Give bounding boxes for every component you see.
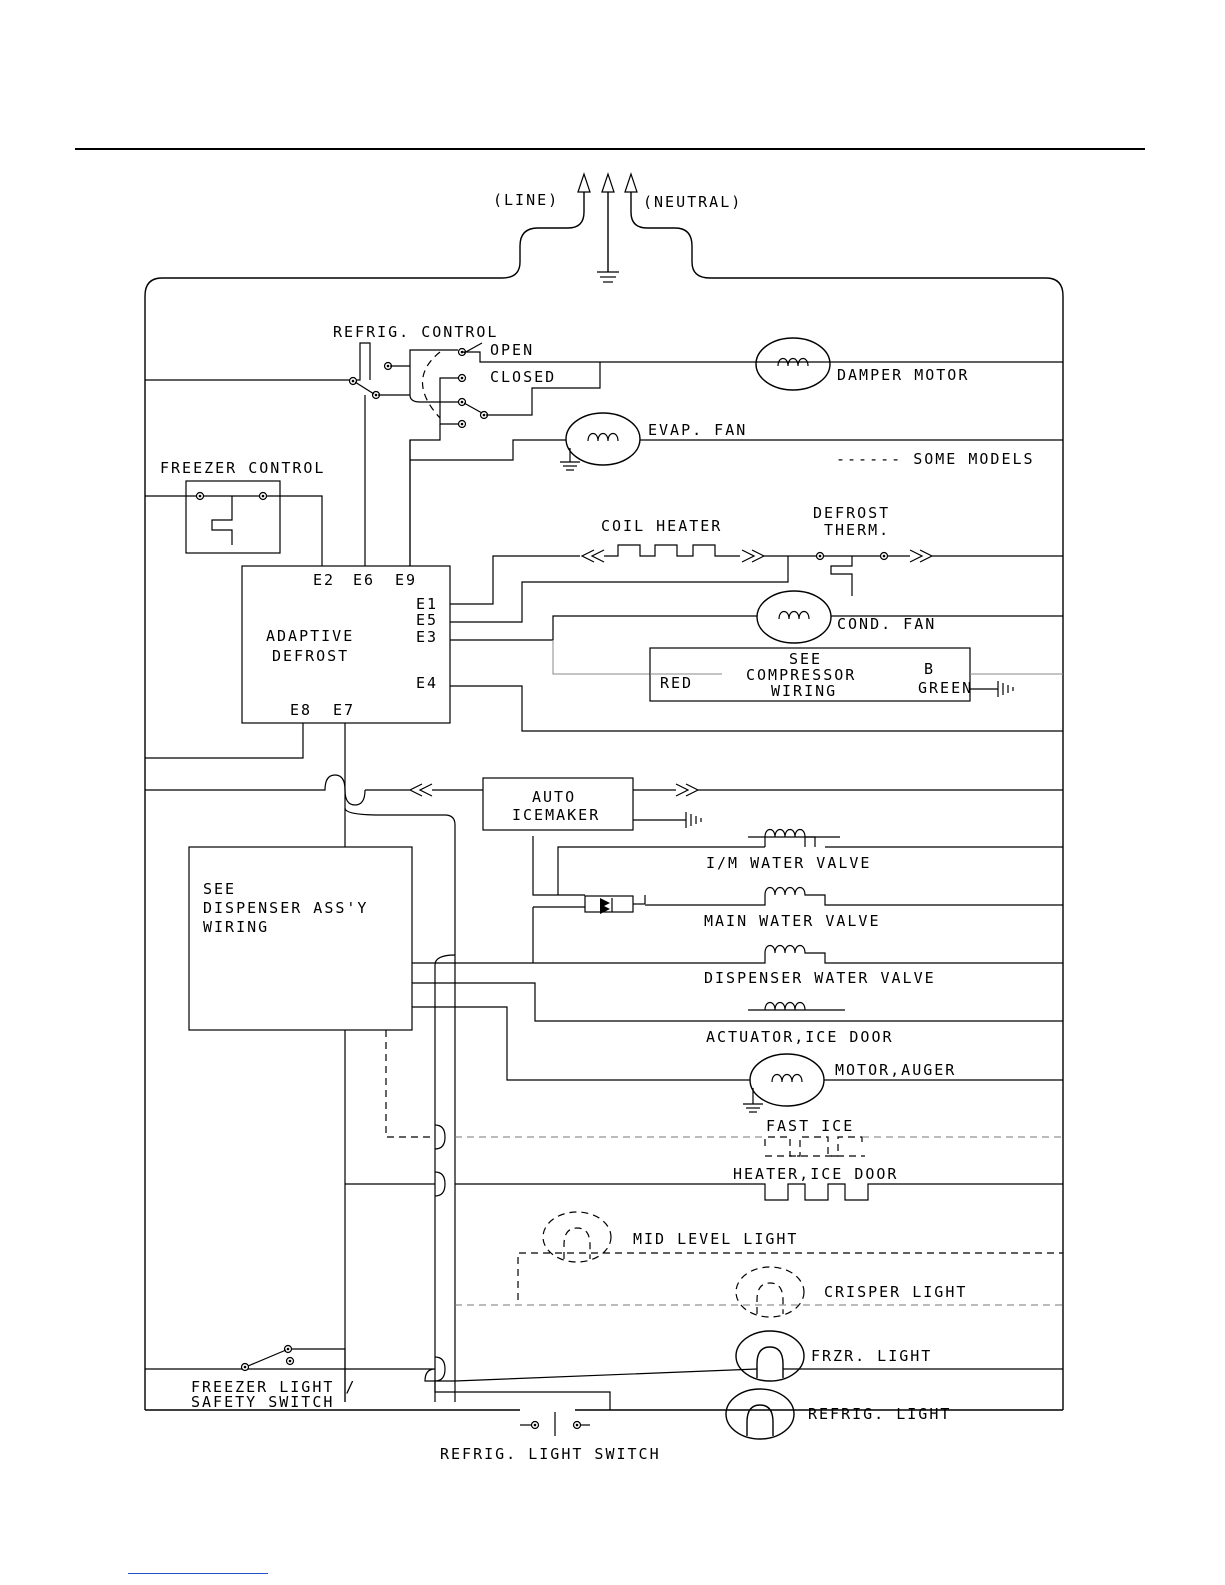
- e1-label: E1: [416, 595, 438, 613]
- coil-heater-label: COIL HEATER: [601, 517, 722, 535]
- evap-fan-symbol: [410, 412, 1063, 471]
- see-dispenser-1: SEE: [203, 880, 236, 898]
- refrig-control-switch: [145, 342, 1063, 566]
- line-label: (LINE): [493, 191, 559, 209]
- freezer-light-label-1: FREEZER LIGHT /: [191, 1378, 356, 1396]
- auto-icemaker-1: AUTO: [532, 788, 576, 806]
- evap-fan-label: EVAP. FAN: [648, 421, 747, 439]
- damper-motor-symbol: [755, 337, 831, 391]
- e9-label: E9: [395, 571, 417, 589]
- compressor-wiring-box: [649, 647, 1063, 702]
- auto-icemaker-2: ICEMAKER: [512, 806, 600, 824]
- heater-ice-door-label: HEATER,ICE DOOR: [733, 1165, 898, 1183]
- dispenser-water-valve-symbol: [412, 944, 1063, 964]
- actuator-ice-door-label: ACTUATOR,ICE DOOR: [706, 1028, 894, 1046]
- see-compressor-3: WIRING: [771, 682, 837, 700]
- e7-label: E7: [333, 701, 355, 719]
- e4-label: E4: [416, 674, 438, 692]
- main-water-valve-symbol: [532, 886, 1063, 963]
- refrig-light-switch-label: REFRIG. LIGHT SWITCH: [440, 1445, 661, 1463]
- crisper-light-symbol: [455, 1266, 1063, 1318]
- motor-auger-label: MOTOR,AUGER: [835, 1061, 956, 1079]
- motor-auger-symbol: [412, 1006, 1063, 1113]
- fast-ice-label: FAST ICE: [766, 1117, 854, 1135]
- freezer-light-label-2: SAFETY SWITCH: [191, 1393, 334, 1411]
- dispenser-water-valve-label: DISPENSER WATER VALVE: [704, 969, 936, 987]
- dispenser-assy-box: [188, 846, 413, 1031]
- green-label: GREEN: [918, 679, 973, 697]
- see-dispenser-3: WIRING: [203, 918, 269, 936]
- footer-link-underline: [128, 1573, 268, 1574]
- freezer-control-box: [145, 480, 323, 566]
- closed-label: CLOSED: [490, 368, 556, 386]
- e3-label: E3: [416, 628, 438, 646]
- defrost-therm-label-2: THERM.: [824, 521, 890, 539]
- heater-ice-door-symbol: [345, 1183, 1063, 1201]
- refrig-light-switch: [434, 1381, 611, 1436]
- freezer-control-label: FREEZER CONTROL: [160, 459, 325, 477]
- frzr-light-label: FRZR. LIGHT: [811, 1347, 932, 1365]
- damper-motor-label: DAMPER MOTOR: [837, 366, 969, 384]
- see-compressor-1: SEE: [789, 650, 822, 668]
- mid-level-light-symbol: [517, 1211, 1063, 1300]
- actuator-ice-door-symbol: [412, 982, 1063, 1022]
- b-label: B: [924, 660, 935, 678]
- fast-ice-symbol: [385, 1030, 1063, 1157]
- adaptive-label-1: ADAPTIVE: [266, 627, 354, 645]
- some-models-label: ------ SOME MODELS: [836, 450, 1035, 468]
- neutral-label: (NEUTRAL): [643, 193, 742, 211]
- adaptive-label-2: DEFROST: [272, 647, 349, 665]
- defrost-therm-label-1: DEFROST: [813, 504, 890, 522]
- im-water-valve-symbol: [532, 828, 1063, 896]
- crisper-light-label: CRISPER LIGHT: [824, 1283, 967, 1301]
- auto-icemaker-box: [145, 774, 1063, 831]
- open-label: OPEN: [490, 341, 534, 359]
- coil-heater-symbol: [450, 544, 1063, 623]
- frzr-light-symbol: [145, 1330, 1063, 1382]
- freezer-light-safety-switch: [240, 1344, 346, 1402]
- main-water-valve-label: MAIN WATER VALVE: [704, 912, 881, 930]
- e6-label: E6: [353, 571, 375, 589]
- see-dispenser-2: DISPENSER ASS'Y: [203, 899, 368, 917]
- refrig-light-symbol: [725, 1388, 795, 1440]
- see-compressor-2: COMPRESSOR: [746, 666, 856, 684]
- cond-fan-label: COND. FAN: [837, 615, 936, 633]
- power-cord-arrows: [144, 172, 1064, 1410]
- red-label: RED: [660, 674, 693, 692]
- e5-label: E5: [416, 611, 438, 629]
- mid-level-light-label: MID LEVEL LIGHT: [633, 1230, 798, 1248]
- adaptive-defrost-box: [241, 565, 451, 724]
- e2-label: E2: [313, 571, 335, 589]
- refrig-light-label: REFRIG. LIGHT: [808, 1405, 951, 1423]
- im-water-valve-label: I/M WATER VALVE: [706, 854, 871, 872]
- e8-label: E8: [290, 701, 312, 719]
- refrig-control-label: REFRIG. CONTROL: [333, 323, 498, 341]
